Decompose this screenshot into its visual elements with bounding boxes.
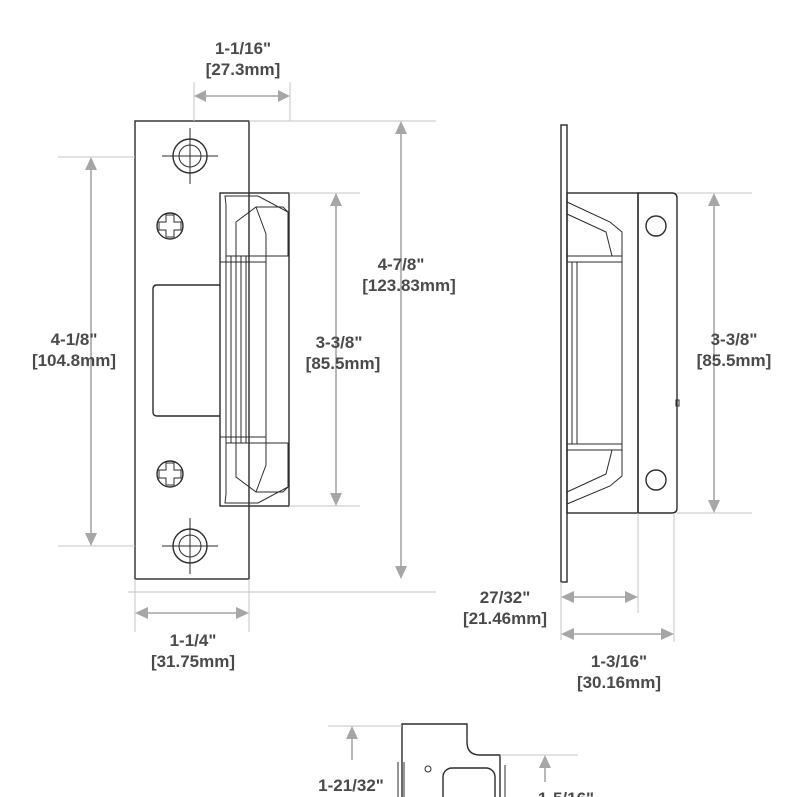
left-height-imperial: 4-1/8" (51, 330, 98, 349)
bottom-mounting-hole (162, 518, 218, 574)
bottom-right-imperial: 1-5/16" (538, 789, 594, 797)
bottom-view (328, 723, 578, 797)
top-mounting-hole (162, 128, 218, 184)
overall-height-metric: [123.83mm] (362, 276, 456, 295)
inner-height-side-metric: [85.5mm] (697, 351, 772, 370)
inner-height-front-imperial: 3-3/8" (316, 333, 363, 352)
bottom-window (442, 767, 496, 797)
faceplate-width-metric: [31.75mm] (151, 652, 235, 671)
overall-height-imperial: 4-7/8" (378, 255, 425, 274)
lower-keeper (224, 442, 289, 504)
bottom-dimension-labels: 1-21/32" 1-5/16" (318, 776, 594, 797)
side-body (566, 192, 639, 514)
top-width-imperial: 1-1/16" (215, 39, 271, 58)
side-lower-hole (645, 469, 667, 491)
strike-opening (152, 284, 220, 417)
latch-rails (220, 256, 267, 443)
side-depth-overall-imperial: 1-3/16" (591, 652, 647, 671)
faceplate-width-imperial: 1-1/4" (170, 631, 217, 650)
side-faceplate (560, 124, 568, 583)
bottom-body-outline (401, 723, 501, 797)
bottom-left-imperial: 1-21/32" (318, 776, 384, 795)
bottom-screw-icon (156, 460, 184, 488)
top-screw-icon (156, 212, 184, 240)
side-depth-small-imperial: 27/32" (480, 588, 531, 607)
side-depth-overall-metric: [30.16mm] (577, 673, 661, 692)
upper-keeper (224, 195, 289, 257)
inner-height-side-imperial: 3-3/8" (711, 330, 758, 349)
left-height-metric: [104.8mm] (32, 351, 116, 370)
strike-body (219, 192, 290, 507)
side-dimension-lines (560, 192, 752, 642)
front-dimension-labels: 1-1/16" [27.3mm] 4-1/8" [104.8mm] 3-3/8"… (32, 39, 456, 671)
front-faceplate (134, 120, 250, 580)
side-cover (637, 192, 678, 514)
side-view (560, 124, 680, 583)
inner-height-front-metric: [85.5mm] (306, 354, 381, 373)
side-upper-hole (645, 215, 667, 237)
front-dimension-lines (58, 82, 436, 632)
front-view (134, 120, 290, 580)
side-dimension-labels: 3-3/8" [85.5mm] 27/32" [21.46mm] 1-3/16"… (463, 330, 771, 692)
top-width-metric: [27.3mm] (206, 60, 281, 79)
side-depth-small-metric: [21.46mm] (463, 609, 547, 628)
